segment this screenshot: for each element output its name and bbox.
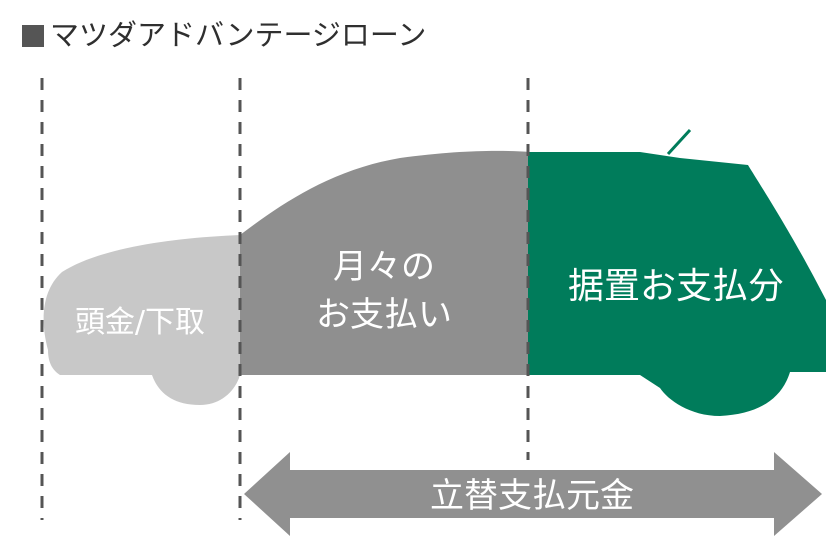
principal-arrow [244, 452, 822, 536]
segment-down-payment [43, 150, 240, 416]
label-deferred: 据置お支払分 [568, 266, 784, 307]
divider-lines [40, 78, 530, 520]
label-monthly-line2: お支払い [316, 295, 452, 335]
title-text: マツダアドバンテージローン [50, 18, 427, 52]
title-square-icon [22, 25, 44, 47]
label-down-payment: 頭金/下取 [75, 305, 205, 340]
antenna [666, 128, 692, 156]
diagram-title: マツダアドバンテージローン [22, 12, 426, 54]
label-monthly-line1: 月々の [333, 247, 435, 287]
label-principal: 立替支払元金 [430, 476, 634, 516]
